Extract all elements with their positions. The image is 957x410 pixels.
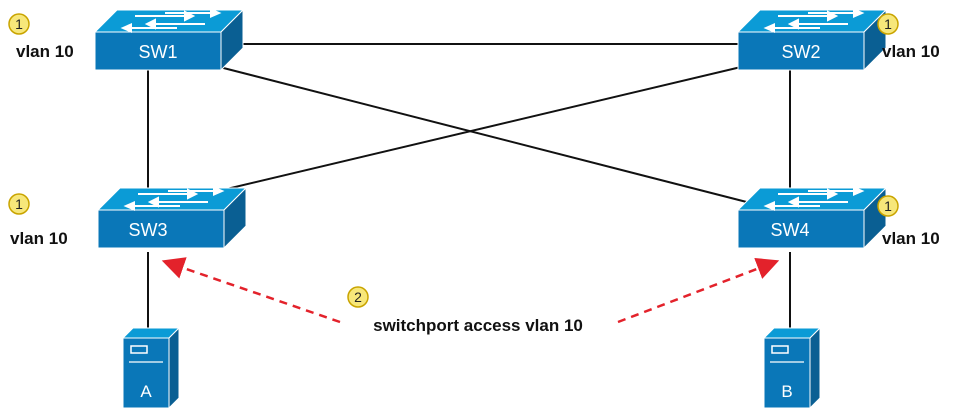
dashed-arrow-left — [161, 257, 341, 324]
link-sw1-sw4 — [199, 61, 771, 209]
switch-label: SW1 — [138, 42, 177, 62]
server-label: A — [140, 382, 152, 401]
dashed-arrow-right — [617, 257, 780, 324]
access-vlan-annotation: 2 switchport access vlan 10 — [161, 257, 780, 335]
vlan-label: vlan 10 — [16, 42, 74, 61]
links — [147, 43, 791, 334]
switch-label: SW2 — [781, 42, 820, 62]
switch-sw4: SW4 — [737, 186, 887, 249]
server-b: B — [763, 327, 821, 409]
step-badge — [877, 195, 899, 217]
link-sw2-sw3 — [213, 61, 763, 193]
server-label: B — [781, 382, 792, 401]
switch-label: SW4 — [770, 220, 809, 240]
step-badge — [347, 286, 369, 308]
vlan-callout-sw1: 1 vlan 10 — [8, 13, 74, 61]
step-badge-number: 1 — [15, 196, 23, 212]
vlan-label: vlan 10 — [882, 42, 940, 61]
switch-sw2: SW2 — [737, 8, 887, 71]
switch-icon — [97, 186, 247, 249]
step-badge — [8, 13, 30, 35]
step-badge-number: 2 — [354, 289, 362, 305]
vlan-label: vlan 10 — [882, 229, 940, 248]
step-badge — [877, 13, 899, 35]
switch-label: SW3 — [128, 220, 167, 240]
step-badge-number: 1 — [884, 16, 892, 32]
vlan-callout-sw4: 1 vlan 10 — [877, 195, 940, 248]
vlan-callout-sw2: 1 vlan 10 — [877, 13, 940, 61]
switch-icon — [737, 186, 887, 249]
step-badge-number: 1 — [884, 198, 892, 214]
annotation-text: switchport access vlan 10 — [373, 316, 583, 335]
vlan-callout-sw3: 1 vlan 10 — [8, 193, 68, 248]
server-a: A — [122, 327, 180, 409]
step-badge — [8, 193, 30, 215]
switch-sw3: SW3 — [97, 186, 247, 249]
switch-sw1: SW1 — [94, 8, 244, 71]
vlan-label: vlan 10 — [10, 229, 68, 248]
step-badge-number: 1 — [15, 16, 23, 32]
